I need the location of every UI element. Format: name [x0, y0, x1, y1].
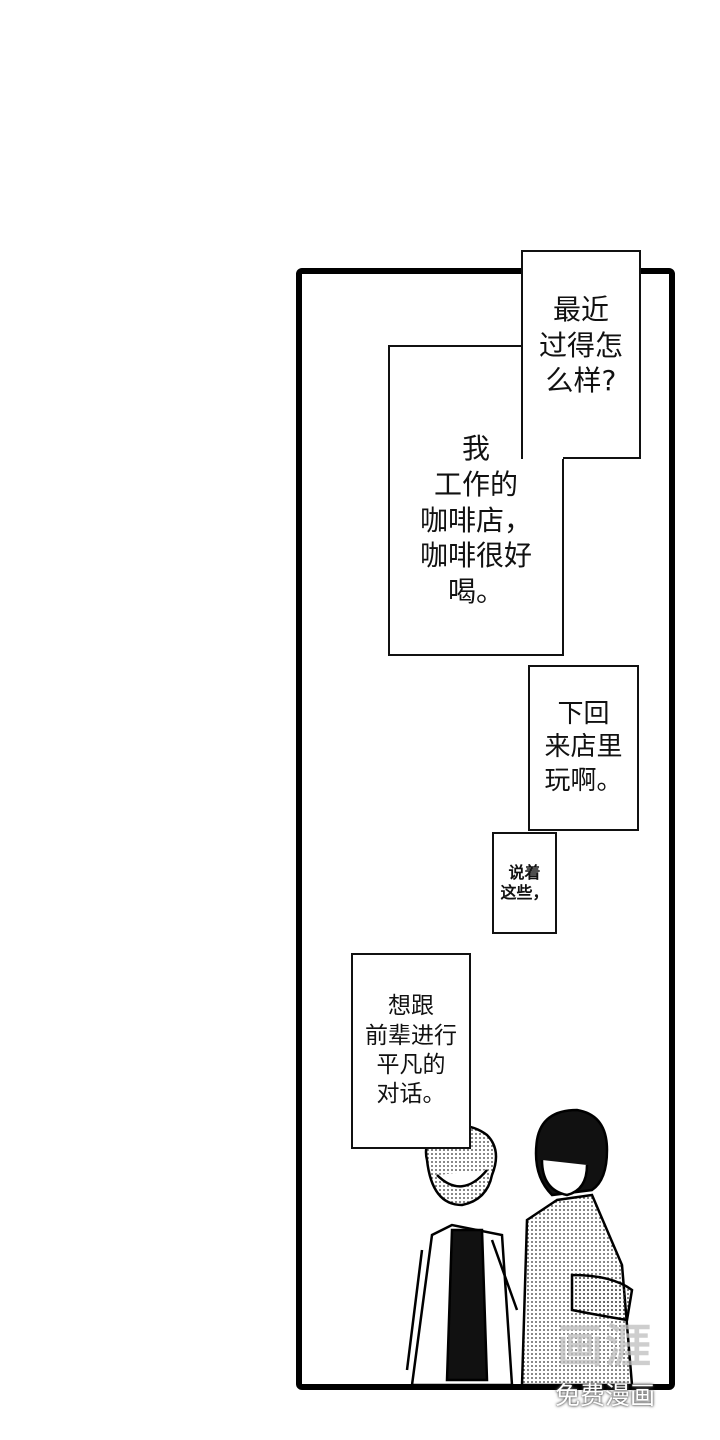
speech-text: 我 工作的 咖啡店， 咖啡很好 喝。 [419, 431, 532, 609]
right-character [520, 1108, 634, 1384]
speech-text: 下回 来店里 玩啊。 [544, 699, 623, 796]
watermark-logo: 画涯 [557, 1319, 653, 1373]
characters-illustration [405, 1108, 634, 1384]
watermark-subtitle: 免费漫画 [554, 1381, 655, 1410]
narration-text: 想跟 前辈进行 平凡的 对话。 [365, 993, 457, 1108]
narration-box-1: 说着 这些， [492, 832, 557, 934]
narration-text: 说着 这些， [500, 862, 549, 902]
left-character [405, 1124, 519, 1384]
watermark: 画涯 免费漫画 [530, 1310, 680, 1412]
narration-box-2: 想跟 前辈进行 平凡的 对话。 [351, 953, 471, 1149]
speech-text: 最近 过得怎 么样? [538, 292, 623, 398]
speech-box-1: 最近 过得怎 么样? [521, 250, 641, 459]
speech-box-3: 下回 来店里 玩啊。 [528, 665, 639, 831]
